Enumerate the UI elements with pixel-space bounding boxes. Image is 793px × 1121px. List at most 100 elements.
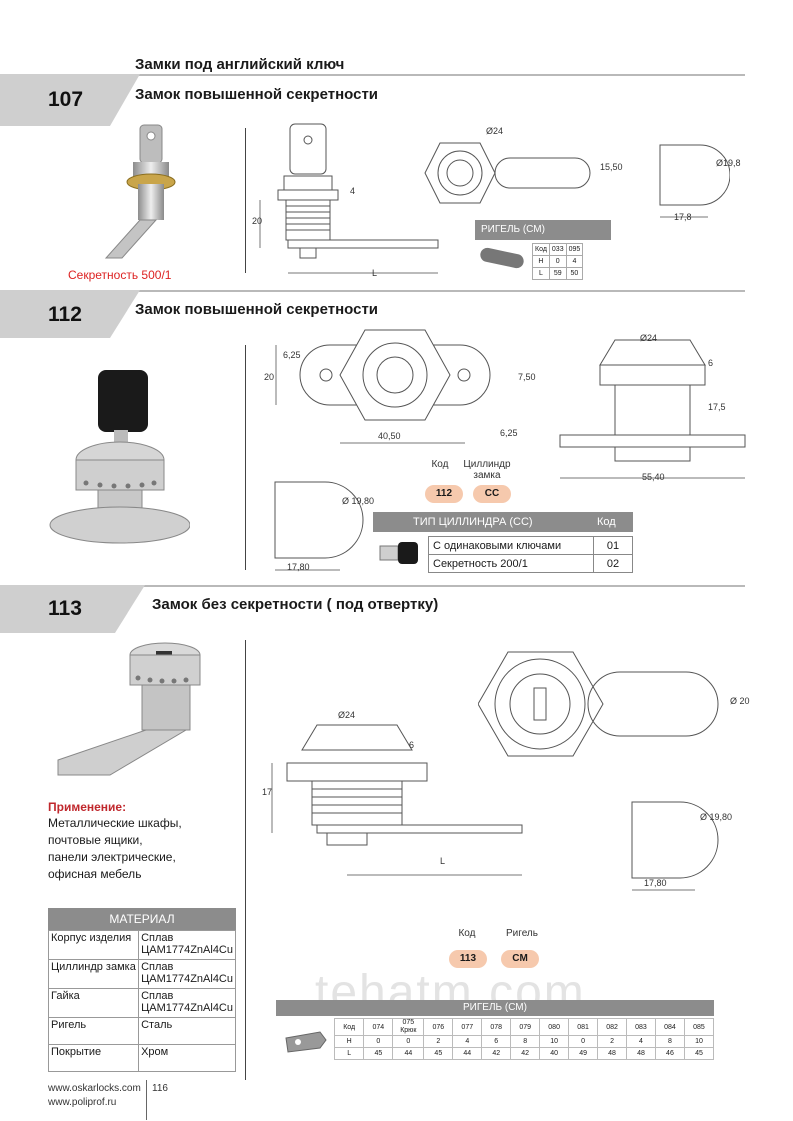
cell: 4 bbox=[452, 1035, 483, 1048]
cell: 2 bbox=[423, 1035, 454, 1048]
cell: Хром bbox=[138, 1044, 236, 1072]
cell: 01 bbox=[593, 536, 633, 555]
application-line: Металлические шкафы, bbox=[48, 816, 182, 830]
footer-divider bbox=[146, 1080, 147, 1120]
table-112-code-head: Код bbox=[597, 516, 616, 528]
divider-112 bbox=[245, 345, 246, 570]
cell: 59 bbox=[548, 267, 567, 280]
cell: 6 bbox=[481, 1035, 512, 1048]
dim-113-d24: Ø24 bbox=[338, 710, 356, 720]
dim-113-h17: 17 bbox=[262, 787, 273, 797]
cell: 8 bbox=[510, 1035, 541, 1048]
dim-107-d24: Ø24 bbox=[486, 126, 504, 136]
dim-112-w17-80: 17,80 bbox=[287, 562, 310, 572]
cell: 077 bbox=[452, 1018, 483, 1036]
section-title-112: Замок повышенной секретности bbox=[135, 301, 379, 318]
lock-107-photo bbox=[104, 124, 176, 259]
cell: 42 bbox=[510, 1047, 541, 1060]
cell: Код bbox=[532, 243, 550, 256]
cell: 033 bbox=[548, 243, 567, 256]
rigel-label-113: Ригель bbox=[506, 928, 538, 939]
dim-112-6-25a: 6,25 bbox=[283, 350, 301, 360]
cell: 074 bbox=[363, 1018, 394, 1036]
cell: 083 bbox=[626, 1018, 656, 1036]
cell: 42 bbox=[481, 1047, 512, 1060]
cell: 0 bbox=[392, 1035, 425, 1048]
dim-112-h20: 20 bbox=[264, 372, 275, 382]
table-113-title: РИГЕЛЬ (СМ) bbox=[276, 1000, 714, 1016]
cell: 078 bbox=[481, 1018, 512, 1036]
drawing-113-side bbox=[271, 724, 523, 876]
dim-113-h6: 6 bbox=[409, 740, 415, 750]
cell: Циллиндр замка bbox=[47, 959, 140, 989]
footer-url-1[interactable]: www.oskarlocks.com bbox=[48, 1083, 141, 1094]
code-label-112: Код bbox=[431, 459, 449, 470]
dim-112-w40-50: 40,50 bbox=[378, 431, 401, 441]
application-line: офисная мебель bbox=[48, 867, 142, 881]
table-112-title: ТИП ЦИЛЛИНДРА (CC) bbox=[413, 516, 533, 528]
cell: 02 bbox=[593, 554, 633, 573]
drawing-113-top bbox=[478, 651, 719, 757]
cell: Сталь bbox=[138, 1017, 236, 1045]
cell: 0 bbox=[568, 1035, 599, 1048]
cell: Ригель bbox=[47, 1017, 140, 1045]
cell: 45 bbox=[423, 1047, 454, 1060]
dim-113-d19-80: Ø 19,80 bbox=[700, 812, 733, 822]
cell: L bbox=[333, 1047, 365, 1060]
drawing-107-side bbox=[259, 123, 439, 274]
cell: Сплав ЦАМ1774ZnAl4Cu bbox=[138, 959, 236, 989]
cell: 40 bbox=[539, 1047, 570, 1060]
drawing-112-side bbox=[559, 339, 746, 479]
cell: 084 bbox=[654, 1018, 685, 1036]
cell: 45 bbox=[363, 1047, 394, 1060]
section-number-113: 113 bbox=[48, 597, 82, 620]
cell: 095 bbox=[565, 243, 584, 256]
divider-107 bbox=[245, 128, 246, 273]
cell: Код bbox=[333, 1018, 365, 1036]
table-112-head: ТИП ЦИЛЛИНДРА (CC) Код bbox=[373, 512, 633, 532]
page-number: 116 bbox=[152, 1083, 168, 1094]
cell: 44 bbox=[392, 1047, 425, 1060]
cell: Секретность 200/1 bbox=[428, 554, 594, 573]
drawing-107-top bbox=[424, 142, 591, 204]
cell: 4 bbox=[626, 1035, 656, 1048]
cell: 45 bbox=[683, 1047, 715, 1060]
section-rule-113 bbox=[0, 585, 745, 587]
code-label-113: Код bbox=[458, 928, 476, 939]
rigel-113-icon bbox=[285, 1031, 327, 1053]
dim-112-d19-80: Ø 19,80 bbox=[342, 496, 375, 506]
section-tab-112 bbox=[0, 290, 140, 338]
drawing-107-profile bbox=[659, 144, 730, 218]
section-rule-112 bbox=[0, 290, 745, 292]
application-list: Металлические шкафы, почтовые ящики, пан… bbox=[48, 815, 182, 883]
dim-107-d19-8: Ø19,8 bbox=[716, 158, 741, 168]
cylinder-key-icon bbox=[379, 542, 418, 564]
dim-113-L: L bbox=[440, 856, 446, 866]
cell: H bbox=[333, 1035, 365, 1048]
section-number-107: 107 bbox=[48, 88, 84, 111]
cell: 075 Крюк bbox=[392, 1018, 425, 1036]
drawing-112-front bbox=[275, 329, 491, 444]
cell: 44 bbox=[452, 1047, 483, 1060]
cell: 10 bbox=[539, 1035, 570, 1048]
secrecy-caption-107: Секретность 500/1 bbox=[68, 268, 172, 282]
cell: 8 bbox=[654, 1035, 685, 1048]
lock-112-photo bbox=[49, 370, 190, 544]
cell: 49 bbox=[568, 1047, 599, 1060]
footer-url-2[interactable]: www.poliprof.ru bbox=[48, 1097, 117, 1108]
dim-112-h6: 6 bbox=[708, 358, 714, 368]
cell: 4 bbox=[565, 255, 584, 268]
cylinder-pill-112: CC bbox=[473, 485, 511, 503]
